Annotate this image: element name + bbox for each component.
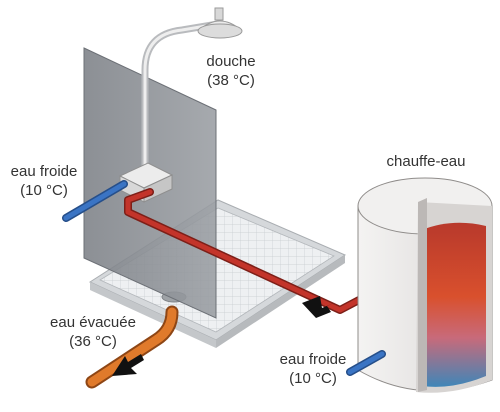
hot-water-flow-arrow bbox=[302, 296, 336, 318]
shower-head bbox=[141, 7, 243, 172]
label-cold-water-left-name: eau froide bbox=[10, 163, 78, 180]
drain-pipe bbox=[85, 305, 179, 389]
label-water-heater-name: chauffe-eau bbox=[386, 153, 466, 170]
label-douche: douche (38 °C) bbox=[186, 52, 276, 90]
label-douche-name: douche bbox=[206, 53, 256, 70]
hot-water-pipe bbox=[124, 188, 382, 314]
tank-hot-water bbox=[422, 222, 486, 387]
label-cold-water-left-temp: (10 °C) bbox=[20, 182, 68, 199]
label-cold-water-right-name: eau froide bbox=[279, 351, 347, 368]
cold-water-pipe-right bbox=[346, 350, 386, 376]
shower-tray bbox=[88, 199, 347, 348]
label-douche-temp: (38 °C) bbox=[207, 72, 255, 89]
mixing-valve bbox=[118, 162, 174, 203]
label-water-heater: chauffe-eau bbox=[376, 152, 476, 171]
label-cold-water-right: eau froide (10 °C) bbox=[268, 350, 358, 388]
drain-flow-arrow bbox=[112, 354, 144, 376]
label-drain-water: eau évacuée (36 °C) bbox=[38, 313, 148, 351]
label-drain-water-temp: (36 °C) bbox=[69, 333, 117, 350]
cold-water-pipe-left bbox=[62, 180, 128, 222]
water-heater-tank bbox=[357, 177, 493, 393]
label-cold-water-left: eau froide (10 °C) bbox=[4, 162, 84, 200]
label-drain-water-name: eau évacuée bbox=[50, 314, 136, 331]
label-cold-water-right-temp: (10 °C) bbox=[289, 370, 337, 387]
